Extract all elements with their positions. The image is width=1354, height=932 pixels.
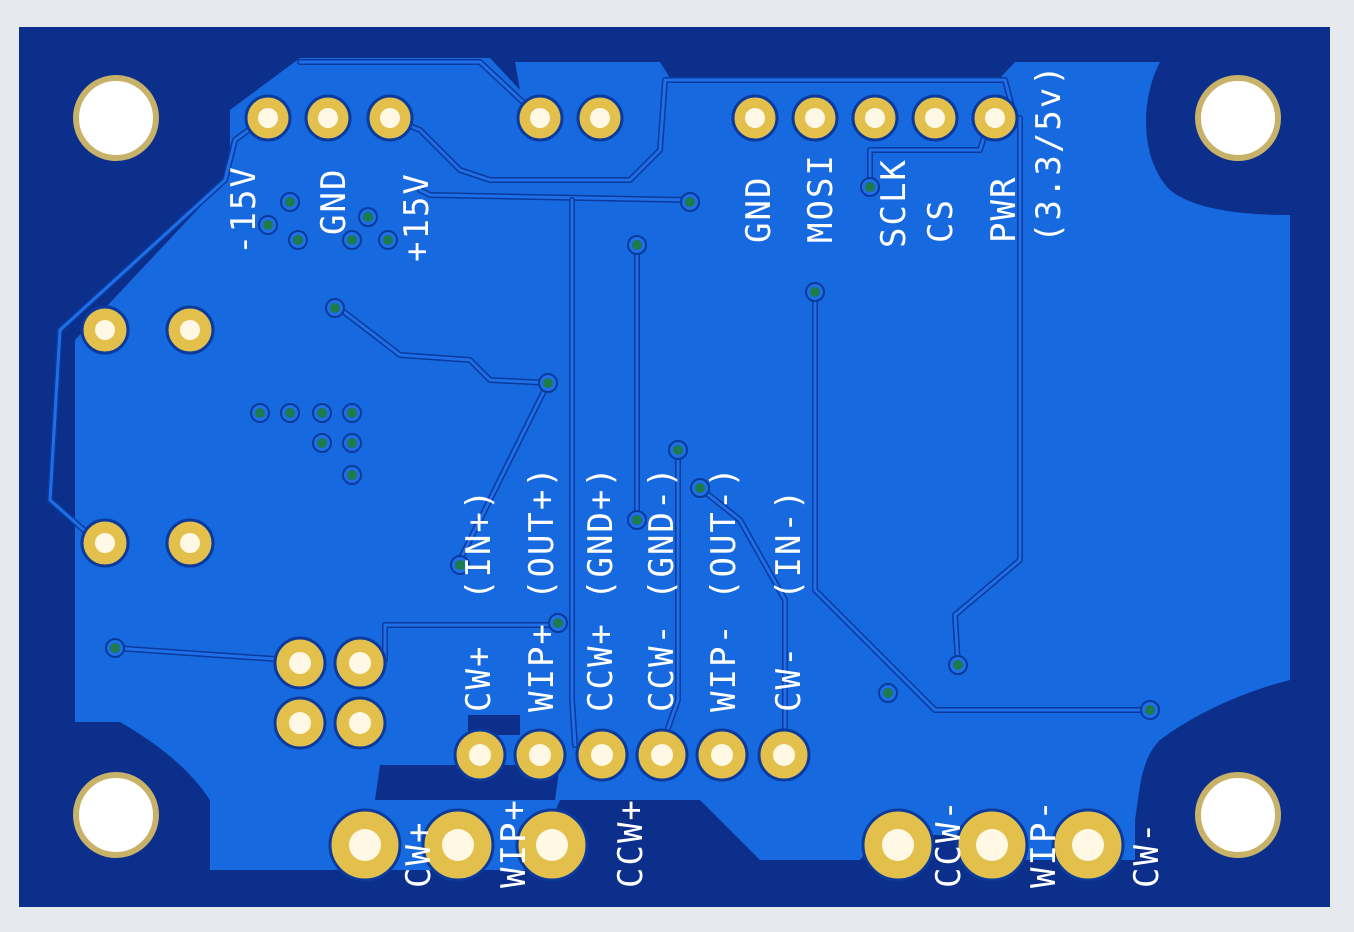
pad-spi-gnd-hole bbox=[745, 108, 765, 128]
via-15 bbox=[543, 378, 553, 388]
mounting-holes bbox=[73, 75, 1281, 858]
via-12 bbox=[347, 438, 357, 448]
pad-left-3-hole bbox=[95, 533, 115, 553]
label-bottom-wip-pos: WIP+ bbox=[494, 798, 534, 888]
via-3 bbox=[293, 235, 303, 245]
pad-block-1-hole bbox=[289, 652, 311, 674]
label-wip-pos: WIP+ bbox=[522, 622, 562, 712]
pad-bottom-wip-neg-hole bbox=[976, 829, 1008, 861]
label-bottom-wip-neg: WIP- bbox=[1024, 798, 1064, 888]
pad-top-a-hole bbox=[530, 108, 550, 128]
label-wip-neg: WIP- bbox=[704, 622, 744, 712]
via-26 bbox=[953, 660, 963, 670]
silkscreen-labels: -15V GND +15V GND MOSI SCLK CS PWR (3.3/… bbox=[224, 63, 1167, 888]
pad-ccw-pos-hole bbox=[591, 744, 613, 766]
via-20 bbox=[673, 445, 683, 455]
label-pwr: PWR bbox=[984, 176, 1024, 243]
pad-wip-neg-hole bbox=[711, 744, 733, 766]
via-11 bbox=[317, 438, 327, 448]
pad-bottom-wip-pos-hole bbox=[442, 829, 474, 861]
pad-block-3-hole bbox=[289, 712, 311, 734]
label-gnd-pos: (GND+) bbox=[581, 465, 621, 600]
label-cw-pos: CW+ bbox=[459, 645, 499, 712]
label-ccw-pos: CCW+ bbox=[581, 622, 621, 712]
via-1 bbox=[285, 197, 295, 207]
via-21 bbox=[695, 483, 705, 493]
label-bottom-cw-pos: CW+ bbox=[399, 821, 439, 888]
via-28 bbox=[1145, 705, 1155, 715]
label-cs: CS bbox=[921, 198, 961, 243]
via-22 bbox=[632, 515, 642, 525]
via-23 bbox=[455, 560, 465, 570]
label-neg15v: -15V bbox=[224, 165, 264, 255]
mount-hole-top-left bbox=[73, 75, 159, 161]
via-27 bbox=[883, 688, 893, 698]
label-in-pos: (IN+) bbox=[459, 488, 499, 600]
via-14 bbox=[330, 303, 340, 313]
pad-bottom-ccw-pos-hole bbox=[536, 829, 568, 861]
via-6 bbox=[383, 235, 393, 245]
label-gnd-power: GND bbox=[314, 168, 354, 235]
pad-cw-neg-hole bbox=[773, 744, 795, 766]
via-7 bbox=[255, 408, 265, 418]
label-mosi: MOSI bbox=[801, 153, 841, 243]
via-13 bbox=[347, 470, 357, 480]
label-sclk: SCLK bbox=[874, 158, 914, 248]
pad-left-2-hole bbox=[180, 320, 200, 340]
pad-cw-pos-hole bbox=[469, 744, 491, 766]
label-cw-neg: CW- bbox=[769, 645, 809, 712]
label-gnd-neg: (GND-) bbox=[642, 465, 682, 600]
pad-bottom-ccw-neg-hole bbox=[882, 829, 914, 861]
mount-hole-bottom-right bbox=[1195, 772, 1281, 858]
label-pos15v: +15V bbox=[397, 172, 437, 262]
pad-mosi-hole bbox=[805, 108, 825, 128]
label-out-pos: (OUT+) bbox=[522, 465, 562, 600]
pad-top-b-hole bbox=[590, 108, 610, 128]
via-16 bbox=[685, 197, 695, 207]
via-25 bbox=[110, 643, 120, 653]
via-4 bbox=[347, 235, 357, 245]
label-in-neg: (IN-) bbox=[769, 488, 809, 600]
pad-pwr-hole bbox=[985, 108, 1005, 128]
label-pwr-voltage: (3.3/5v) bbox=[1029, 63, 1069, 243]
pad-bottom-cw-pos-hole bbox=[349, 829, 381, 861]
via-19 bbox=[810, 287, 820, 297]
traces bbox=[47, 59, 1153, 748]
pad-block-2-hole bbox=[349, 652, 371, 674]
pad-block-4-hole bbox=[349, 712, 371, 734]
label-bottom-ccw-neg: CCW- bbox=[929, 798, 969, 888]
via-2 bbox=[263, 220, 273, 230]
vias bbox=[105, 177, 1160, 720]
via-17 bbox=[632, 240, 642, 250]
pad-gnd-power-hole bbox=[318, 108, 338, 128]
pad-wip-pos-hole bbox=[529, 744, 551, 766]
pad-left-4-hole bbox=[180, 533, 200, 553]
mount-hole-bottom-left bbox=[73, 772, 159, 858]
copper-cutout bbox=[375, 765, 560, 800]
pad-neg15v-hole bbox=[258, 108, 278, 128]
via-18 bbox=[865, 182, 875, 192]
mount-hole-top-right bbox=[1195, 75, 1281, 161]
pads bbox=[80, 94, 1125, 882]
label-bottom-cw-neg: CW- bbox=[1127, 821, 1167, 888]
label-spi-gnd: GND bbox=[739, 176, 779, 243]
pad-cs-hole bbox=[925, 108, 945, 128]
label-out-neg: (OUT-) bbox=[704, 465, 744, 600]
pad-pos15v-hole bbox=[380, 108, 400, 128]
pad-bottom-cw-neg-hole bbox=[1072, 829, 1104, 861]
via-5 bbox=[363, 212, 373, 222]
via-10 bbox=[347, 408, 357, 418]
label-bottom-ccw-pos: CCW+ bbox=[611, 798, 651, 888]
pad-left-1-hole bbox=[95, 320, 115, 340]
via-9 bbox=[317, 408, 327, 418]
pad-sclk-hole bbox=[865, 108, 885, 128]
via-24 bbox=[553, 618, 563, 628]
via-8 bbox=[285, 408, 295, 418]
label-ccw-neg: CCW- bbox=[642, 622, 682, 712]
pad-ccw-neg-hole bbox=[651, 744, 673, 766]
